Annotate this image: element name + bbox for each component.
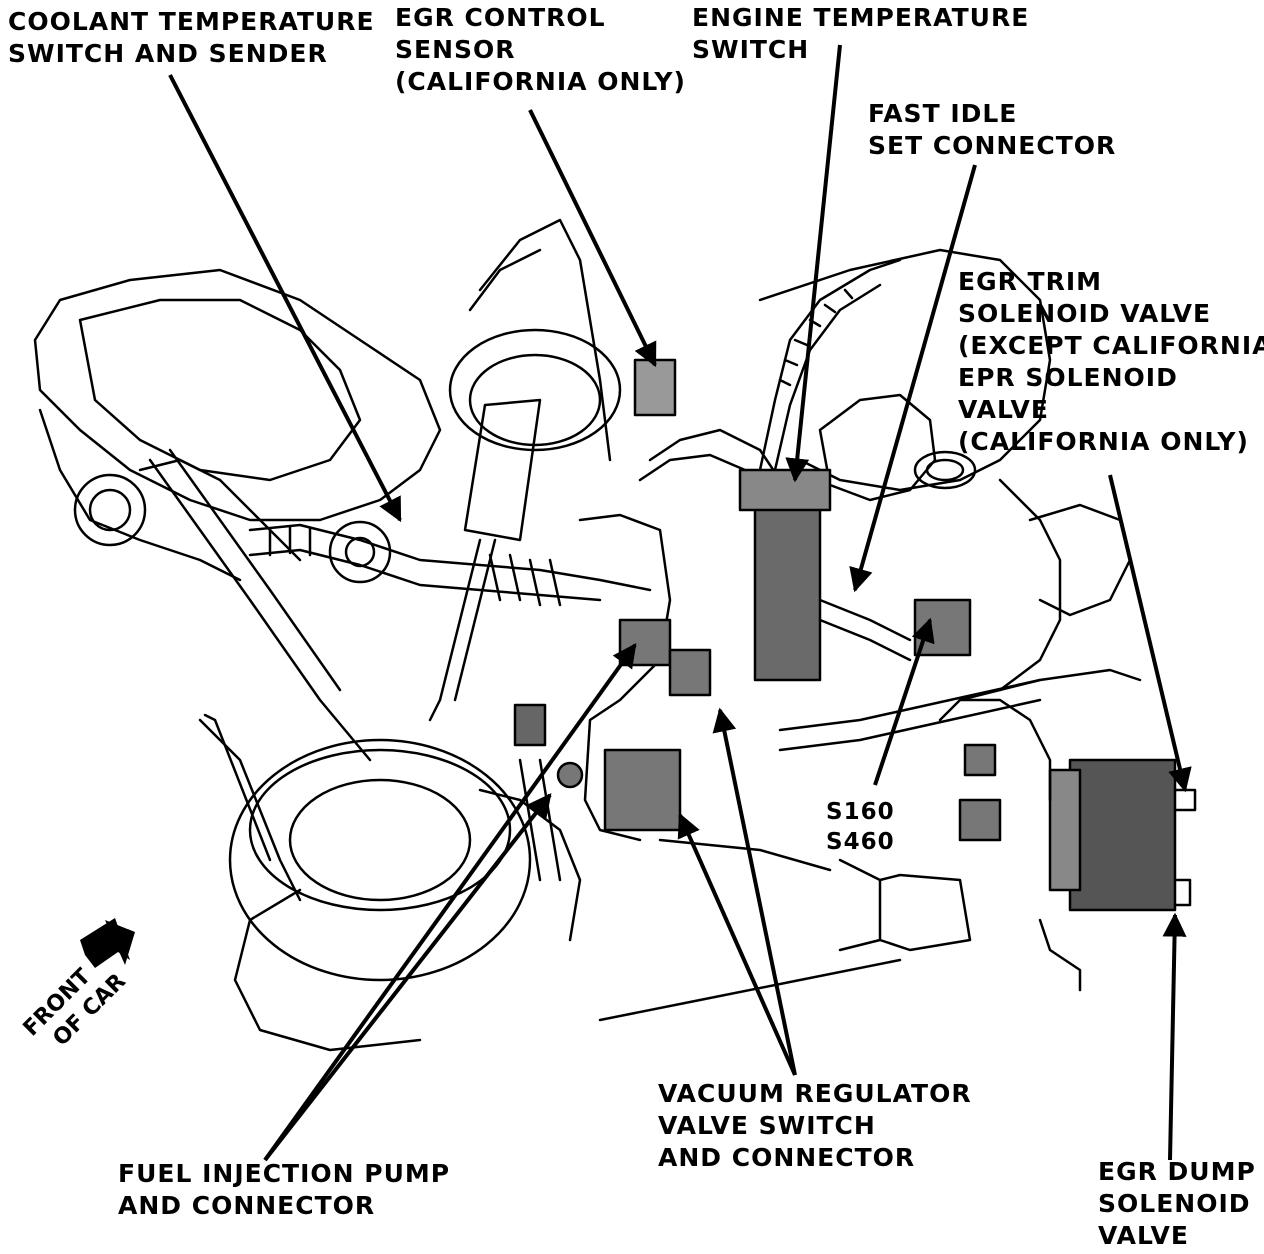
leader-vacuum-1: [677, 812, 797, 1076]
front-arrow-icon: [80, 918, 135, 968]
label-fast-idle: FAST IDLE SET CONNECTOR: [868, 98, 1116, 162]
egr-control-line-3: (CALIFORNIA ONLY): [395, 67, 686, 96]
label-splice: S160 S460: [826, 797, 895, 857]
egr-trim-line-3: (EXCEPT CALIFORNIA): [958, 331, 1264, 360]
lower-fitting: [598, 838, 972, 1022]
leader-fuel-pump-1: [263, 643, 637, 1162]
egr-trim-line-4: EPR SOLENOID: [958, 363, 1178, 392]
splice-line-1: S160: [826, 799, 895, 825]
egr-trim-line-1: EGR TRIM: [958, 267, 1103, 296]
leader-egr-control: [528, 109, 657, 368]
front-of-car-label: FRONT OF CAR: [18, 948, 132, 1062]
fast-idle-line-1: FAST IDLE: [868, 99, 1018, 128]
engine-temp-line-1: ENGINE TEMPERATURE: [692, 3, 1030, 32]
leader-coolant: [168, 74, 402, 523]
egr-control-line-2: SENSOR: [395, 35, 516, 64]
leader-fuel-pump-2: [263, 793, 552, 1162]
thermostat-housing: [758, 248, 1142, 752]
center-assembly: [513, 358, 972, 842]
label-egr-trim: EGR TRIM SOLENOID VALVE (EXCEPT CALIFORN…: [958, 266, 1264, 458]
egr-trim-line-2: SOLENOID VALVE: [958, 299, 1212, 328]
leader-engine-temp: [785, 44, 842, 483]
fuel-pump-line-2: AND CONNECTOR: [118, 1191, 376, 1220]
coolant-line-1: COOLANT TEMPERATURE: [8, 7, 375, 36]
egr-dump-line-1: EGR DUMP: [1098, 1157, 1256, 1186]
label-coolant-temperature: COOLANT TEMPERATURE SWITCH AND SENDER: [8, 6, 375, 70]
egr-trim-line-5: VALVE: [958, 395, 1049, 424]
fuel-pump-line-1: FUEL INJECTION PUMP: [118, 1159, 451, 1188]
egr-control-line-1: EGR CONTROL: [395, 3, 606, 32]
egr-dump-line-2: SOLENOID: [1098, 1189, 1251, 1218]
front-of-car-indicator: FRONT OF CAR: [12, 945, 152, 1065]
egr-solenoid-block: [938, 698, 1197, 992]
vacuum-line-2: VALVE SWITCH: [658, 1111, 876, 1140]
label-engine-temperature: ENGINE TEMPERATURE SWITCH: [692, 2, 1029, 66]
left-bracket: [33, 268, 442, 762]
egr-dump-line-3: VALVE: [1098, 1221, 1189, 1250]
leader-egr-trim: [1108, 474, 1192, 793]
leader-fast-idle: [849, 164, 977, 593]
egr-trim-line-6: (CALIFORNIA ONLY): [958, 427, 1249, 456]
label-egr-dump: EGR DUMP SOLENOID VALVE: [1098, 1156, 1256, 1252]
fast-idle-line-2: SET CONNECTOR: [868, 131, 1117, 160]
coolant-line-2: SWITCH AND SENDER: [8, 39, 328, 68]
label-vacuum-regulator: VACUUM REGULATOR VALVE SWITCH AND CONNEC…: [658, 1078, 972, 1174]
label-egr-control-sensor: EGR CONTROL SENSOR (CALIFORNIA ONLY): [395, 2, 686, 98]
leader-egr-dump: [1162, 912, 1187, 1161]
leader-lines: [168, 44, 1192, 1162]
vacuum-line-3: AND CONNECTOR: [658, 1143, 916, 1172]
leader-splice: [873, 617, 935, 786]
splice-line-2: S460: [826, 829, 895, 855]
vacuum-canister: [428, 218, 622, 722]
vacuum-line-1: VACUUM REGULATOR: [658, 1079, 972, 1108]
leader-vacuum-2: [712, 707, 797, 1076]
engine-temp-line-2: SWITCH: [692, 35, 810, 64]
label-fuel-injection-pump: FUEL INJECTION PUMP AND CONNECTOR: [118, 1158, 450, 1222]
